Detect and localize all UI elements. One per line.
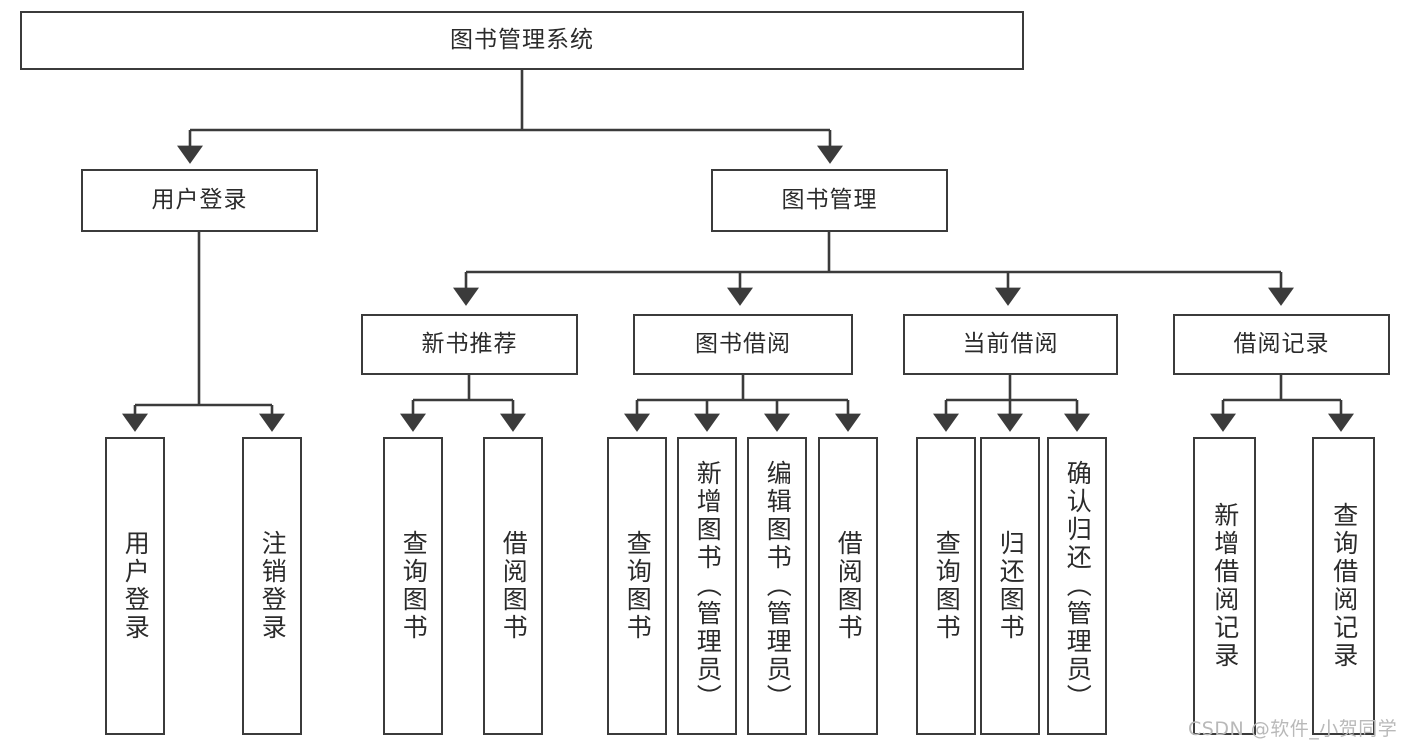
- node-label: 新增借阅记录: [1210, 502, 1240, 670]
- node-label: 借阅图书: [834, 530, 864, 642]
- node-user-login[interactable]: 用户登录: [81, 169, 318, 232]
- leaf-new-book-borrow[interactable]: 借阅图书: [483, 437, 543, 735]
- node-label: 编辑图书（管理员）: [763, 460, 793, 712]
- node-current-borrow[interactable]: 当前借阅: [903, 314, 1118, 375]
- node-label: 查询图书: [932, 530, 962, 642]
- node-label: 查询图书: [623, 530, 653, 642]
- leaf-book-borrow-add[interactable]: 新增图书（管理员）: [677, 437, 737, 735]
- node-book-management[interactable]: 图书管理: [711, 169, 948, 232]
- leaf-user-login-login[interactable]: 用户登录: [105, 437, 165, 735]
- node-label: 新书推荐: [421, 330, 518, 357]
- node-label: 借阅记录: [1233, 330, 1330, 357]
- node-label: 用户登录: [151, 186, 248, 213]
- leaf-borrow-record-query[interactable]: 查询借阅记录: [1312, 437, 1375, 735]
- node-label: 图书管理系统: [450, 26, 594, 53]
- leaf-current-borrow-return[interactable]: 归还图书: [980, 437, 1040, 735]
- leaf-current-borrow-confirm-return[interactable]: 确认归还（管理员）: [1047, 437, 1107, 735]
- node-label: 借阅图书: [499, 530, 529, 642]
- node-root-book-management-system[interactable]: 图书管理系统: [20, 11, 1024, 70]
- node-label: 注销登录: [258, 530, 288, 642]
- node-label: 图书借阅: [695, 330, 791, 357]
- leaf-new-book-query[interactable]: 查询图书: [383, 437, 443, 735]
- node-book-borrow[interactable]: 图书借阅: [633, 314, 853, 375]
- node-label: 用户登录: [121, 530, 151, 642]
- csdn-watermark: CSDN @软件_小贺同学: [1188, 718, 1398, 740]
- node-new-book-recommend[interactable]: 新书推荐: [361, 314, 578, 375]
- node-label: 归还图书: [996, 530, 1026, 642]
- leaf-user-login-logout[interactable]: 注销登录: [242, 437, 302, 735]
- node-label: 确认归还（管理员）: [1063, 460, 1093, 712]
- node-label: 图书管理: [781, 186, 878, 213]
- leaf-book-borrow-query[interactable]: 查询图书: [607, 437, 667, 735]
- node-borrow-record[interactable]: 借阅记录: [1173, 314, 1390, 375]
- leaf-current-borrow-query[interactable]: 查询图书: [916, 437, 976, 735]
- leaf-book-borrow-borrow[interactable]: 借阅图书: [818, 437, 878, 735]
- node-label: 新增图书（管理员）: [693, 460, 723, 712]
- node-label: 查询图书: [399, 530, 429, 642]
- leaf-book-borrow-edit[interactable]: 编辑图书（管理员）: [747, 437, 807, 735]
- node-label: 查询借阅记录: [1329, 502, 1359, 670]
- node-label: 当前借阅: [962, 330, 1059, 357]
- leaf-borrow-record-add[interactable]: 新增借阅记录: [1193, 437, 1256, 735]
